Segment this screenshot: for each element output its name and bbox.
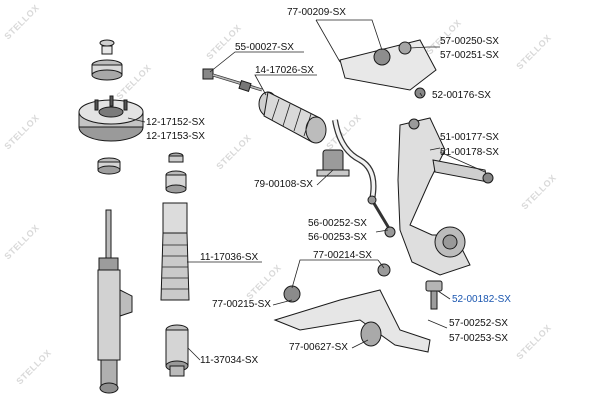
label-57-00251[interactable]: 57-00251-SX [440,50,499,61]
steering-rack-boot[interactable] [258,91,327,144]
label-77-00215[interactable]: 77-00215-SX [212,299,271,310]
label-12-17153[interactable]: 12-17153-SX [146,131,205,142]
watermark: STELLOX [214,133,253,172]
label-52-00176[interactable]: 52-00176-SX [432,90,491,101]
label-57-00253[interactable]: 57-00253-SX [449,333,508,344]
label-57-00252[interactable]: 57-00252-SX [449,318,508,329]
watermark: STELLOX [514,323,553,362]
label-77-00214[interactable]: 77-00214-SX [313,250,372,261]
bump-stop-stack[interactable] [165,152,187,194]
stabilizer-link[interactable] [367,195,396,238]
label-77-00209[interactable]: 77-00209-SX [287,7,346,18]
label-51-00178[interactable]: 51-00178-SX [440,147,499,158]
watermark: STELLOX [2,3,41,42]
watermark: STELLOX [514,33,553,72]
lower-control-arm[interactable] [273,263,431,353]
stabilizer-bar[interactable] [332,119,377,201]
strut-top-mount-assembly[interactable] [78,39,144,175]
label-79-00108[interactable]: 79-00108-SX [254,179,313,190]
watermark: STELLOX [244,263,283,302]
lower-ball-joint[interactable] [425,280,443,310]
label-55-00027[interactable]: 55-00027-SX [235,42,294,53]
label-77-00627[interactable]: 77-00627-SX [289,342,348,353]
label-51-00177[interactable]: 51-00177-SX [440,132,499,143]
label-56-00252[interactable]: 56-00252-SX [308,218,367,229]
watermark: STELLOX [2,223,41,262]
label-52-00182[interactable]: 52-00182-SX [452,294,511,305]
label-11-37034[interactable]: 11-37034-SX [200,355,259,366]
watermark: STELLOX [519,173,558,212]
stabilizer-bushing[interactable] [316,149,350,177]
watermark: STELLOX [2,113,41,152]
shock-absorber[interactable] [97,209,133,394]
label-12-17152[interactable]: 12-17152-SX [146,117,205,128]
steering-knuckle[interactable] [397,117,471,276]
tie-rod[interactable] [202,68,263,92]
watermark: STELLOX [14,348,53,387]
label-57-00250[interactable]: 57-00250-SX [440,36,499,47]
leader-lines [127,19,486,361]
outer-tie-rod-end[interactable] [432,159,494,184]
label-14-17026[interactable]: 14-17026-SX [255,65,314,76]
dust-boot[interactable] [160,202,190,301]
bump-stop-lower[interactable] [165,324,189,377]
part-labels: 77-00209-SX 55-00027-SX 14-17026-SX 57-0… [146,7,511,366]
label-11-17036[interactable]: 11-17036-SX [200,252,259,263]
upper-control-arm[interactable] [339,39,437,99]
label-56-00253[interactable]: 56-00253-SX [308,232,367,243]
